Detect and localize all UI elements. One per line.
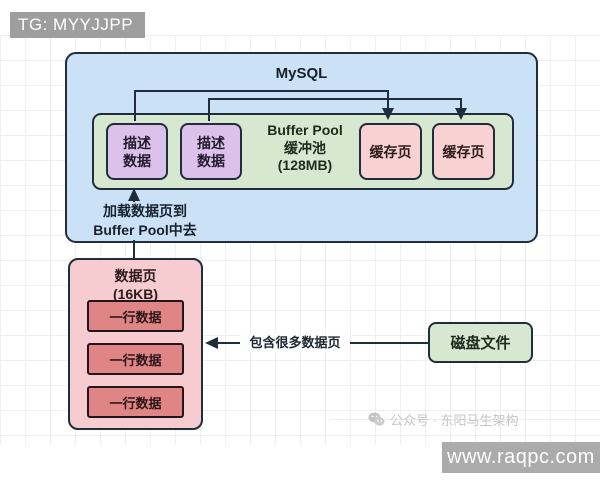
watermark-divider-line bbox=[330, 419, 600, 420]
buffer-pool-title-cn: 缓冲池 bbox=[284, 139, 326, 156]
mysql-container: MySQL 描述 数据 描述 数据 Buffer Pool 缓冲池 (128MB… bbox=[65, 52, 538, 243]
tg-banner: TG: MYYJJPP bbox=[10, 12, 146, 38]
contains-many-pages-label: 包含很多数据页 bbox=[240, 334, 350, 352]
descriptor-line2: 数据 bbox=[197, 152, 225, 169]
descriptor-line1: 描述 bbox=[197, 134, 225, 151]
data-row-2: 一行数据 bbox=[87, 343, 184, 375]
load-label-line2: Buffer Pool中去 bbox=[93, 222, 197, 238]
buffer-pool-box: 描述 数据 描述 数据 Buffer Pool 缓冲池 (128MB) 缓存页 … bbox=[92, 113, 514, 190]
wechat-watermark: 公众号 · 东阳马生架构 bbox=[368, 409, 519, 429]
wechat-account-text: 公众号 · 东阳马生架构 bbox=[390, 412, 519, 428]
descriptor-data-box-2: 描述 数据 bbox=[180, 123, 242, 180]
descriptor-line1: 描述 bbox=[123, 134, 151, 151]
buffer-pool-size: (128MB) bbox=[277, 157, 333, 173]
buffer-pool-title: Buffer Pool 缓冲池 (128MB) bbox=[242, 122, 368, 175]
descriptor-line2: 数据 bbox=[123, 152, 151, 169]
descriptor-data-box-1: 描述 数据 bbox=[106, 123, 168, 180]
cache-page-box-1: 缓存页 bbox=[359, 123, 422, 180]
mysql-title: MySQL bbox=[275, 65, 328, 82]
data-page-size: (16KB) bbox=[112, 286, 159, 302]
data-row-1: 一行数据 bbox=[87, 300, 184, 332]
data-page-box: 数据页 (16KB) 一行数据 一行数据 一行数据 bbox=[68, 258, 203, 430]
load-label-line1: 加载数据页到 bbox=[103, 203, 187, 219]
website-watermark: www.raqpc.com bbox=[442, 442, 600, 473]
load-datapage-label: 加载数据页到 Buffer Pool中去 bbox=[72, 202, 218, 240]
buffer-pool-title-en: Buffer Pool bbox=[267, 122, 343, 138]
disk-file-box: 磁盘文件 bbox=[428, 322, 533, 363]
data-row-3: 一行数据 bbox=[87, 386, 184, 418]
wechat-icon bbox=[368, 412, 385, 426]
data-page-title: 数据页 (16KB) bbox=[70, 267, 201, 303]
data-page-name: 数据页 bbox=[114, 268, 157, 284]
cache-page-box-2: 缓存页 bbox=[432, 123, 495, 180]
